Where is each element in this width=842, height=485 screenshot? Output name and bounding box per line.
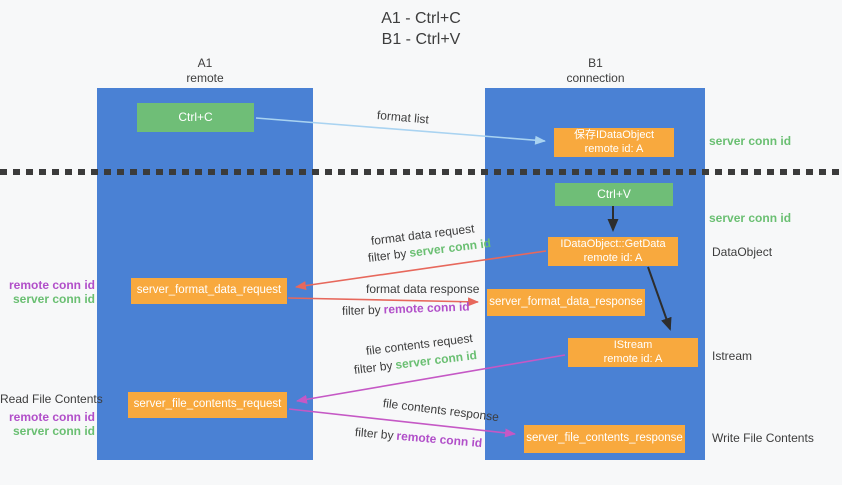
column-a1-subtitle: remote [186,71,224,85]
right-label-write-file-contents: Write File Contents [712,431,814,445]
node-istream-line2: remote id: A [603,352,663,365]
remote-conn-id-text: remote conn id [395,428,483,451]
node-ctrl-c-label: Ctrl+C [178,109,213,124]
column-header-b1: B1 connection [485,56,706,86]
column-b1-name: B1 [588,56,603,70]
node-server-file-contents-response: server_file_contents_response [524,425,685,453]
node-idataobject-getdata-line2: remote id: A [583,251,643,264]
flow-label-format-list-text: format list [376,108,430,127]
node-save-idataobject-line2: remote id: A [584,142,644,155]
left-label-server-conn-id-1: server conn id [12,292,95,306]
node-save-idataobject-line1: 保存IDataObject [573,129,655,141]
diagram-title: A1 - Ctrl+C B1 - Ctrl+V [0,8,842,50]
node-server-format-data-response-label: server_format_data_response [489,295,643,308]
flow-label-format-list: format list [376,108,429,126]
column-b1-subtitle: connection [566,71,625,85]
remote-conn-id-text: remote conn id [383,299,470,317]
right-label-server-conn-id-mid: server conn id [709,211,792,225]
left-label-server-conn-id-2: server conn id [12,424,95,438]
node-ctrl-c: Ctrl+C [137,103,254,132]
node-save-idataobject: 保存IDataObject remote id: A [554,128,674,157]
node-server-format-data-response: server_format_data_response [487,289,645,316]
column-header-a1: A1 remote [97,56,313,86]
title-line-2: B1 - Ctrl+V [381,31,461,48]
filter-by-text: filter by [354,425,395,443]
left-label-read-file-contents: Read File Contents [0,392,103,406]
node-istream: IStream remote id: A [568,338,698,367]
node-idataobject-getdata-line1: IDataObject::GetData [560,238,666,250]
left-label-remote-conn-id-1: remote conn id [8,278,95,292]
node-server-format-data-request: server_format_data_request [131,278,287,304]
flow-label-file-contents-response: file contents response [382,396,500,424]
node-istream-line1: IStream [613,339,653,351]
title-line-1: A1 - Ctrl+C [381,10,461,27]
flow-label-file-contents-response-text: file contents response [382,396,500,425]
column-a1-name: A1 [197,56,213,70]
filter-by-text: filter by [367,246,408,265]
filter-by-text: filter by [341,302,381,318]
node-ctrl-v-label: Ctrl+V [597,186,631,201]
node-server-file-contents-response-label: server_file_contents_response [526,432,683,445]
node-ctrl-v: Ctrl+V [555,183,673,206]
node-server-file-contents-request: server_file_contents_request [128,392,287,418]
flow-label-format-data-response: format data response [366,282,479,296]
right-label-dataobject: DataObject [712,245,773,259]
right-label-istream: Istream [712,349,753,363]
node-idataobject-getdata: IDataObject::GetData remote id: A [548,237,678,266]
right-label-server-conn-id-top: server conn id [709,134,792,148]
left-label-remote-conn-id-2: remote conn id [8,410,95,424]
dotted-separator-line [0,169,842,175]
flow-label-format-data-response-text: format data response [366,282,480,296]
node-server-file-contents-request-label: server_file_contents_request [133,398,282,411]
node-server-format-data-request-label: server_format_data_request [136,284,282,297]
filter-by-text: filter by [353,358,394,377]
